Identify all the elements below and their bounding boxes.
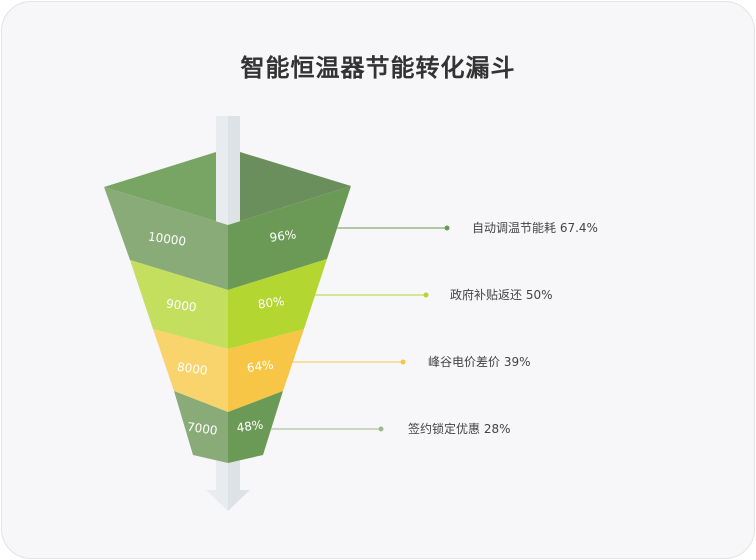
arrow-shaft-left: [216, 455, 228, 491]
funnel-stage-left: [104, 187, 228, 290]
chart-title: 智能恒温器节能转化漏斗: [240, 54, 516, 82]
stage-percent-label: 64%: [246, 358, 274, 376]
pole-front-right: [228, 116, 240, 226]
funnel-stage-left: [130, 260, 228, 349]
funnel-stage-right: [228, 186, 351, 290]
stage-value-label: 10000: [147, 229, 187, 248]
legend-label: 政府补贴返还 50%: [450, 287, 553, 302]
leader-dot: [444, 225, 450, 231]
funnel-stage-left: [153, 329, 228, 412]
arrow-shaft-right: [228, 455, 240, 491]
stage-value-label: 8000: [176, 360, 208, 378]
pole-front-left: [216, 116, 228, 226]
stage-value-label: 9000: [165, 296, 197, 314]
stage-percent-label: 48%: [236, 418, 264, 436]
funnel-top-right: [228, 152, 351, 226]
stage-percent-label: 80%: [257, 294, 285, 312]
funnel-stage-right: [228, 259, 327, 349]
leader-dot: [400, 359, 406, 365]
stage-percent-label: 96%: [269, 227, 297, 245]
funnel-stage-right: [228, 391, 283, 463]
stage-value-label: 7000: [186, 420, 218, 438]
leader-dot: [423, 292, 429, 298]
legend-label: 签约锁定优惠 28%: [408, 421, 511, 436]
funnel-stage-left: [174, 391, 228, 463]
funnel-top-left: [104, 152, 228, 226]
arrow-head-right: [228, 490, 250, 511]
legend-label: 自动调温节能耗 67.4%: [472, 221, 598, 235]
arrow-head-left: [206, 490, 228, 511]
leader-dot: [378, 426, 384, 432]
funnel-stage-right: [228, 329, 304, 412]
legend-label: 峰谷电价差价 39%: [428, 355, 531, 369]
